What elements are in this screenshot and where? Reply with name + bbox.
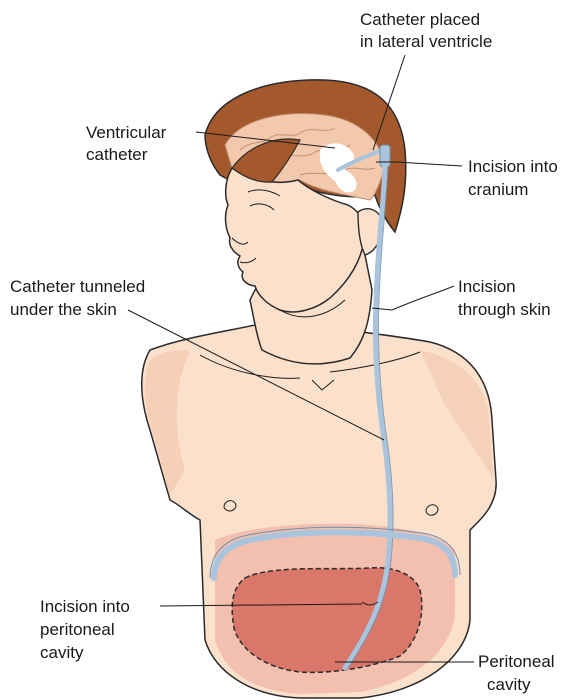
label-skin-1: Incision [458,277,516,296]
label-peritoneal-incision-1: Incision into [40,597,130,616]
label-tunneled-2: under the skin [10,300,117,319]
label-catheter-placed-2: in lateral ventricle [360,32,492,51]
label-skin-2: through skin [458,300,551,319]
label-peritoneal-cavity-2: cavity [487,675,531,694]
label-cranium-1: Incision into [468,157,558,176]
label-ventricular-1: Ventricular [86,123,167,142]
label-ventricular-2: catheter [86,145,148,164]
label-peritoneal-cavity-1: Peritoneal [478,652,555,671]
shunt-reservoir [380,145,390,167]
label-catheter-placed-1: Catheter placed [360,10,480,29]
label-peritoneal-incision-2: peritoneal [40,620,115,639]
label-tunneled-1: Catheter tunneled [10,277,145,296]
leader-skin [392,286,454,310]
label-peritoneal-incision-3: cavity [40,643,84,662]
peritoneal-region [215,524,455,694]
peritoneal-cavity-inner [232,568,422,673]
label-cranium-2: cranium [468,180,528,199]
